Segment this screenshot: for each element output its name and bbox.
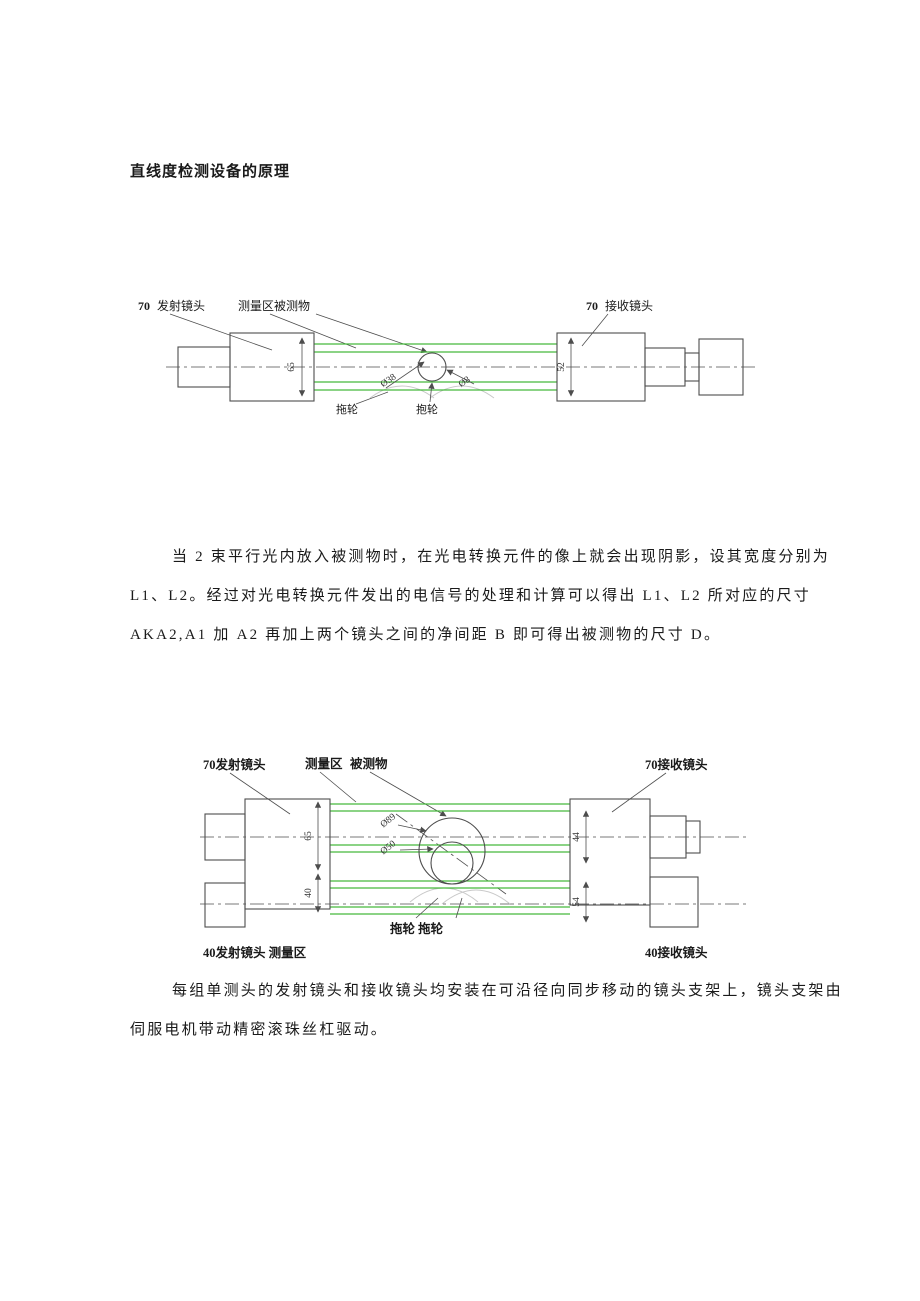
figure1-transmit-num: 70 [138,299,150,313]
figure2-dia-small-label: Ø50 [379,839,398,857]
figure2-receive-lens-block [569,798,651,906]
figure2-zone-label: 测量区 [305,756,343,771]
figure1-zone-label: 测量区被测物 [238,299,310,313]
figure2-measured-object-small [430,841,474,885]
figure1-leader-lines [169,313,609,354]
figure2-measured-object-large [418,817,486,885]
figure1-dim-right-label: 52 [557,362,567,372]
doc-title: 直线度检测设备的原理 [130,164,291,180]
figure-principle-dual: 65 40 44 54 Ø89 Ø50 70发射 [198,752,758,971]
figure1-drawing: 65 52 Ø38 Ø8 70 发射镜头 测量区被测物 70 接收镜头 [138,298,758,416]
figure1-dia-large-label: Ø38 [379,372,398,390]
figure2-dia-large-label: Ø89 [379,812,398,830]
figure2-bottom-right-label: 40接收镜头 [645,945,708,960]
figure2-support-wheel-arcs [409,887,511,905]
figure2-dimension-right-top: 44 [572,810,590,864]
figure2-diameter-large: Ø89 [379,812,427,833]
figure2-dimension-left-bottom: 40 [304,873,322,913]
figure2-dim-right-top-label: 44 [572,832,582,842]
figure2-left-shaft-lower [204,882,246,928]
figure1-transmit-lens-block [229,332,315,402]
figure1-receive-label: 接收镜头 [605,298,653,313]
figure2-diagonal-axis [395,813,507,895]
paragraph-line: 伺服电机带动精密滚珠丝杠驱动。 [130,1022,389,1038]
figure1-right-end-block [698,338,744,396]
figure2-diameter-small: Ø50 [379,839,434,857]
figure2-right-lower-block [649,876,699,928]
paragraph-mounting: 每组单测头的发射镜头和接收镜头均安装在可沿径向同步移动的镜头支架上，镜头支架由 … [130,972,843,1050]
figure2-wheels-label: 拖轮 拖轮 [390,921,444,936]
figure1-wheel-right-label: 抱轮 [416,402,438,416]
figure2-right-step [685,820,701,854]
figure1-shaft-and-lens-blocks [177,332,744,402]
paragraph-line: L1、L2。经过对光电转换元件发出的电信号的处理和计算可以得出 L1、L2 所对… [130,588,811,604]
figure2-dim-right-bottom-label: 54 [572,897,582,907]
figure2-transmit-label: 70发射镜头 [203,757,266,772]
figure1-receive-num: 70 [586,299,598,313]
paragraph-principle: 当 2 束平行光内放入被测物时，在光电转换元件的像上就会出现阴影，设其宽度分别为… [130,538,831,655]
figure2-dim-left-top-label: 65 [304,831,314,841]
figure2-shaft-and-lens-blocks [204,798,701,928]
figure1-dimension-left: 65 [287,337,306,397]
figure1-dia-small-label: Ø8 [457,375,472,390]
figure2-dimension-right-bottom: 54 [572,881,590,923]
figure2-transmit-lens-block [244,798,331,910]
figure2-light-beams [330,803,570,915]
figure1-light-beams [314,343,557,391]
figure-principle-70: 65 52 Ø38 Ø8 70 发射镜头 测量区被测物 70 接收镜头 [130,292,770,425]
figure2-object-label: 被测物 [350,756,388,771]
figure1-transmit-label: 发射镜头 [157,298,205,313]
figure1-dimension-right: 52 [557,337,575,397]
figure2-dimension-left-top: 65 [304,801,322,871]
figure2-drawing: 65 40 44 54 Ø89 Ø50 70发射 [200,756,746,960]
paragraph-line: AKA2,A1 加 A2 再加上两个镜头之间的净间距 B 即可得出被测物的尺寸 … [130,627,722,643]
figure2-receive-label: 70接收镜头 [645,757,708,772]
figure1-wheel-left-label: 拖轮 [336,402,358,416]
figure2-bottom-left-label: 40发射镜头 测量区 [203,945,307,960]
figure2-dim-left-bottom-label: 40 [304,888,314,898]
paragraph-line: 每组单测头的发射镜头和接收镜头均安装在可沿径向同步移动的镜头支架上，镜头支架由 [172,983,843,999]
paragraph-line: 当 2 束平行光内放入被测物时，在光电转换元件的像上就会出现阴影，设其宽度分别为 [172,549,831,565]
figure1-support-wheel-arcs [369,385,495,399]
figure2-leader-lines [229,771,667,817]
figure1-dim-left-label: 65 [287,362,297,372]
